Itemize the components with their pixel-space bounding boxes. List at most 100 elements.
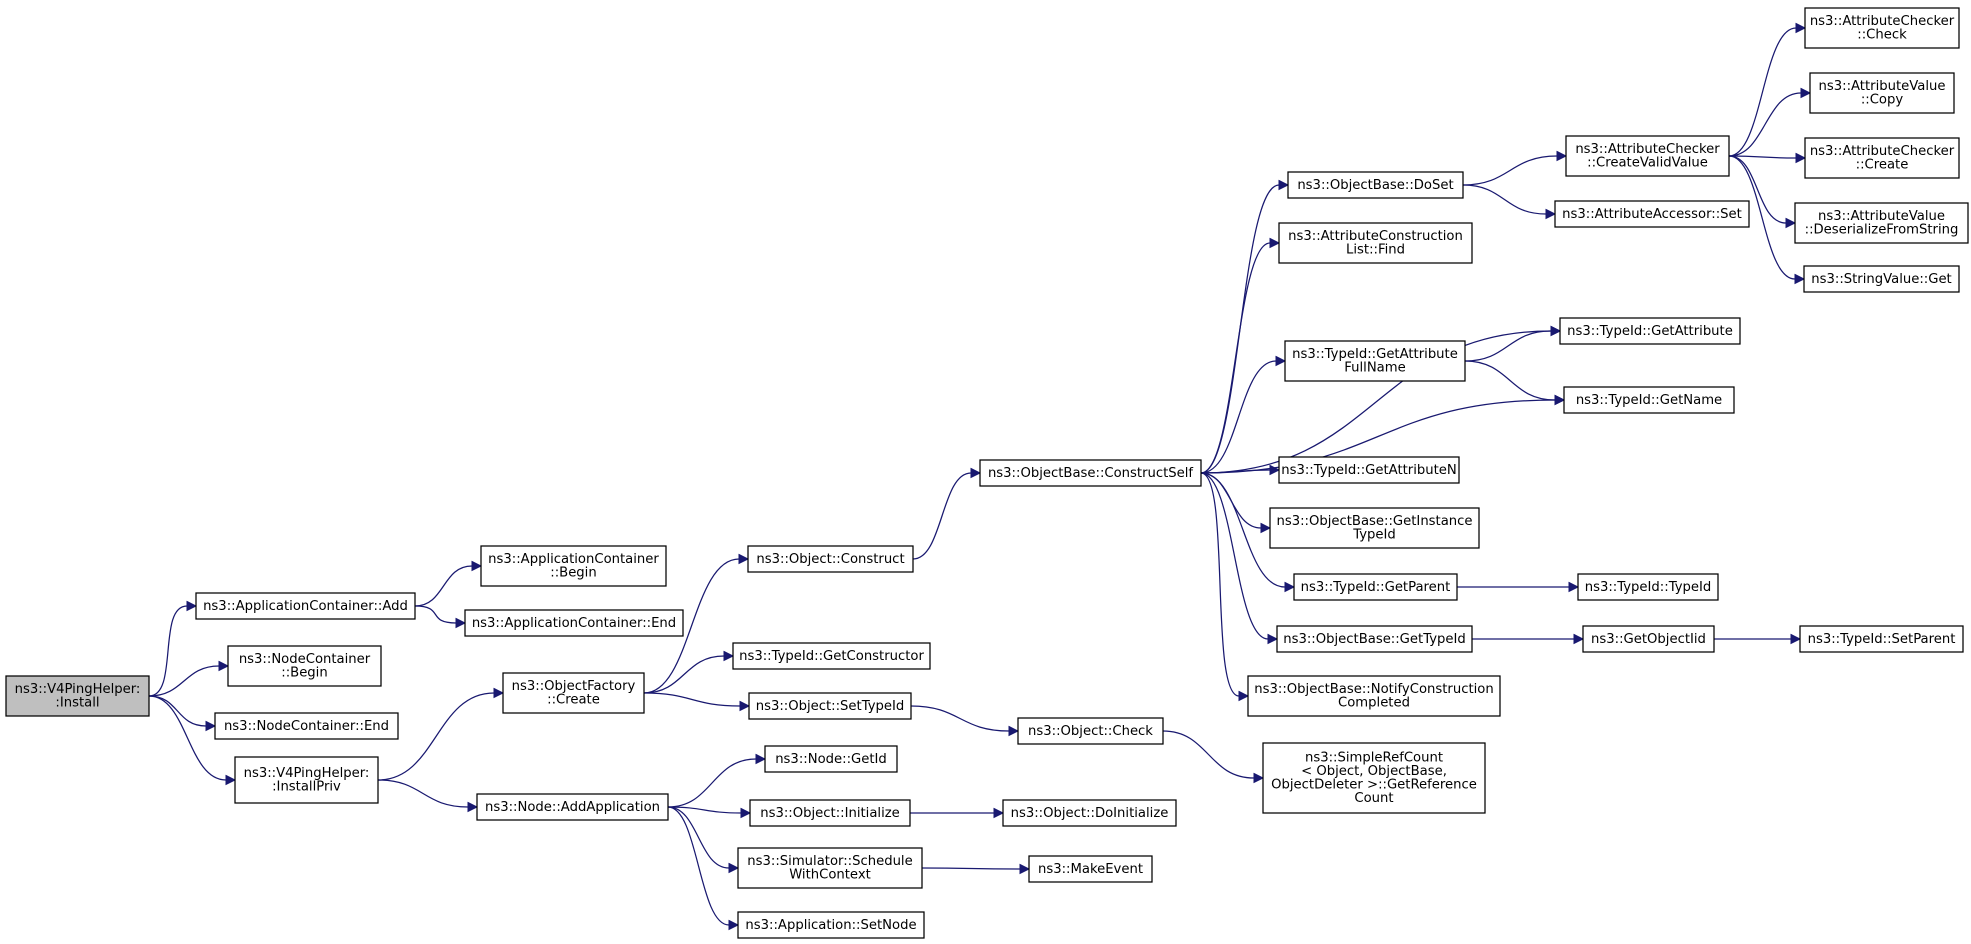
graph-node-avDeser[interactable]: ns3::AttributeValue::DeserializeFromStri… [1794,202,1969,244]
graph-node-appBegin[interactable]: ns3::ApplicationContainer::Begin [480,545,667,587]
call-edge-tidGetParent-to-tidTypeId [1457,581,1580,593]
graph-node-ncBegin[interactable]: ns3::NodeContainer::Begin [227,645,382,687]
node-label: ::Create [547,693,600,708]
node-label: ns3::Node::GetId [775,752,887,767]
graph-node-constructSelf[interactable]: ns3::ObjectBase::ConstructSelf [979,459,1202,487]
call-edge-installPriv-to-ofCreate [377,687,505,781]
node-label: ns3::ObjectBase::ConstructSelf [988,466,1193,481]
graph-node-appAdd[interactable]: ns3::ApplicationContainer::Add [195,592,416,620]
node-label: ns3::TypeId::GetAttribute [1292,347,1458,362]
graph-node-aaSet[interactable]: ns3::AttributeAccessor::Set [1554,200,1750,228]
graph-node-getCtor[interactable]: ns3::TypeId::GetConstructor [732,642,931,670]
graph-node-root[interactable]: ns3::V4PingHelper::Install [5,675,150,717]
node-label: WithContext [789,868,871,883]
arrowhead-icon [1785,217,1797,229]
graph-node-getObjectIid[interactable]: ns3::GetObjectIid [1582,625,1715,653]
graph-node-installPriv[interactable]: ns3::V4PingHelper::InstallPriv [234,756,379,804]
graph-node-tidSetParent[interactable]: ns3::TypeId::SetParent [1799,625,1964,653]
graph-node-appEnd[interactable]: ns3::ApplicationContainer::End [464,609,684,637]
node-label: ns3::NodeContainer::End [224,719,389,734]
graph-node-makeEvent[interactable]: ns3::MakeEvent [1028,855,1153,883]
edge-line [1200,399,1556,474]
node-label: ns3::ObjectFactory [512,679,636,694]
edge-line [1200,469,1271,474]
node-label: ns3::Application::SetNode [745,918,916,933]
edge-line [148,605,188,697]
node-box [1582,625,1715,653]
graph-node-nodeGetId[interactable]: ns3::Node::GetId [764,745,898,773]
graph-node-acCheck[interactable]: ns3::AttributeChecker::Check [1804,7,1960,49]
node-box [227,645,382,687]
node-box [979,459,1202,487]
node-box [1028,855,1153,883]
graph-node-obGetTypeId[interactable]: ns3::ObjectBase::GetTypeId [1276,625,1473,653]
node-label: < Object, ObjectBase, [1301,764,1447,779]
node-box [1284,340,1466,382]
graph-node-acCreate[interactable]: ns3::AttributeChecker::Create [1804,137,1960,179]
graph-node-srcGetRef[interactable]: ns3::SimpleRefCount< Object, ObjectBase,… [1262,742,1486,814]
edge-line [667,806,730,869]
edge-line [377,692,495,781]
node-label: ns3::StringValue::Get [1811,272,1951,287]
arrowhead-icon [1269,464,1281,476]
node-box [214,712,399,740]
graph-node-svGet[interactable]: ns3::StringValue::Get [1803,265,1960,293]
node-label: ns3::TypeId::SetParent [1808,632,1956,647]
graph-node-tidGetAttr[interactable]: ns3::TypeId::GetAttribute [1559,317,1741,345]
arrowhead-icon [467,801,479,813]
arrowhead-icon [471,560,483,572]
edge-line [1728,27,1797,157]
arrowhead-icon [1554,394,1566,406]
graph-node-tidGetParent[interactable]: ns3::TypeId::GetParent [1293,573,1458,601]
graph-node-nodeAddApp[interactable]: ns3::Node::AddApplication [476,793,669,821]
graph-node-doSet[interactable]: ns3::ObjectBase::DoSet [1287,171,1464,199]
graph-node-ncEnd[interactable]: ns3::NodeContainer::End [214,712,399,740]
call-edge-nodeAddApp-to-simSched [667,806,740,874]
arrowhead-icon [205,720,217,732]
node-box [1799,625,1964,653]
edge-line [643,558,740,694]
graph-node-setTypeId[interactable]: ns3::Object::SetTypeId [748,692,912,720]
node-box [1278,222,1473,264]
edge-line [667,758,757,808]
graph-node-objDoInit[interactable]: ns3::Object::DoInitialize [1002,799,1177,827]
graph-node-appSetNode[interactable]: ns3::Application::SetNode [737,911,925,939]
edge-line [1200,472,1269,640]
edge-line [1462,155,1558,186]
graph-node-ofCreate[interactable]: ns3::ObjectFactory::Create [502,672,645,714]
call-edge-getObjectIid-to-tidSetParent [1713,633,1802,645]
graph-node-objConstruct[interactable]: ns3::Object::Construct [747,545,914,573]
graph-node-objInit[interactable]: ns3::Object::Initialize [749,799,911,827]
call-edge-objInit-to-objDoInit [910,807,1005,819]
arrowhead-icon [970,467,982,479]
node-label: ns3::AttributeAccessor::Set [1562,207,1742,222]
node-label: ns3::AttributeChecker [1575,142,1720,157]
call-edge-constructSelf-to-tidGetParent [1200,472,1296,593]
arrowhead-icon [1238,690,1250,702]
arrowhead-icon [1573,633,1585,645]
call-edge-ofCreate-to-getCtor [643,650,735,694]
graph-node-tidGetAttrN[interactable]: ns3::TypeId::GetAttributeN [1278,456,1460,484]
call-edge-constructSelf-to-aclFind [1200,237,1281,474]
arrowhead-icon [1800,87,1812,99]
call-edge-nodeAddApp-to-nodeGetId [667,753,767,808]
edge-line [643,692,741,707]
graph-node-tidTypeId[interactable]: ns3::TypeId::TypeId [1577,573,1719,601]
graph-node-tidGetName[interactable]: ns3::TypeId::GetName [1563,386,1735,414]
node-label: ::Begin [550,566,596,581]
arrowhead-icon [186,600,198,612]
graph-node-acCreateValid[interactable]: ns3::AttributeChecker::CreateValidValue [1565,135,1730,177]
graph-node-avCopy[interactable]: ns3::AttributeValue::Copy [1809,72,1955,114]
node-label: ns3::SimpleRefCount [1305,751,1443,766]
graph-node-obNotify[interactable]: ns3::ObjectBase::NotifyConstructionCompl… [1247,675,1501,717]
call-edge-root-to-installPriv [148,695,237,786]
arrowhead-icon [1253,772,1265,784]
node-box [1804,7,1960,49]
node-label: ns3::Simulator::Schedule [747,854,912,869]
arrowhead-icon [1284,581,1296,593]
graph-node-objCheck[interactable]: ns3::Object::Check [1017,717,1164,745]
